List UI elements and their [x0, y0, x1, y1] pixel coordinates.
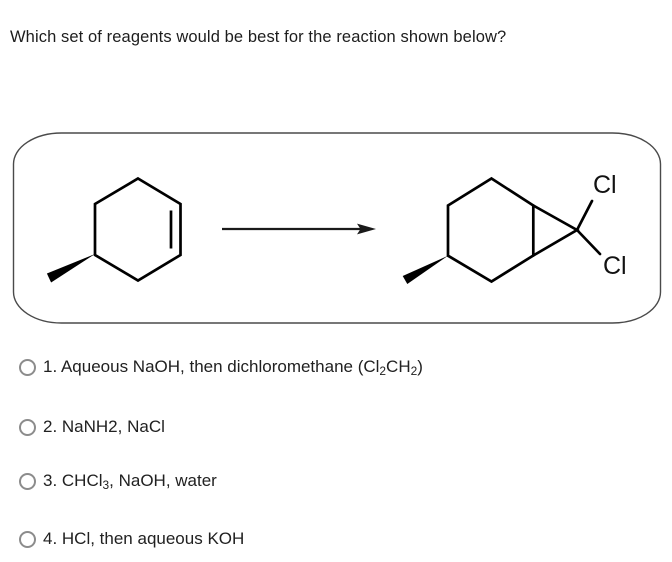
product-methyl-wedge — [402, 255, 448, 284]
product-ring — [446, 176, 535, 284]
cl-label-top: Cl — [593, 171, 617, 199]
arrowhead — [357, 223, 376, 235]
product-structure — [402, 176, 602, 284]
question-title: Which set of reagents would be best for … — [10, 28, 507, 46]
answer-option-label[interactable]: 1. Aqueous NaOH, then dichloromethane (C… — [43, 357, 423, 378]
reaction-arrow — [222, 223, 376, 235]
reactant-structure — [46, 176, 182, 283]
bond-to-cl-bottom — [575, 228, 602, 256]
bond-to-cl-top — [575, 199, 594, 232]
reaction-diagram: Cl Cl — [12, 132, 662, 324]
answer-option-1[interactable]: 1. Aqueous NaOH, then dichloromethane (C… — [19, 357, 423, 377]
radio-button-1[interactable] — [19, 358, 36, 376]
reactant-methyl-wedge — [46, 254, 95, 283]
answer-option-label[interactable]: 2. NaNH2, NaCl — [43, 417, 165, 436]
reaction-box — [12, 132, 662, 324]
answer-option-2[interactable]: 2. NaNH2, NaCl — [19, 417, 165, 437]
answer-option-4[interactable]: 4. HCl, then aqueous KOH — [19, 529, 244, 549]
cl-label-bottom: Cl — [603, 252, 627, 280]
reactant-ring — [93, 176, 182, 283]
product-cyclopropane — [531, 204, 580, 257]
radio-button-4[interactable] — [19, 530, 36, 548]
answer-option-label[interactable]: 4. HCl, then aqueous KOH — [43, 529, 245, 548]
answer-option-3[interactable]: 3. CHCl3, NaOH, water — [19, 471, 217, 491]
answer-option-label[interactable]: 3. CHCl3, NaOH, water — [43, 471, 217, 492]
radio-button-2[interactable] — [19, 418, 36, 436]
radio-button-3[interactable] — [19, 472, 36, 490]
